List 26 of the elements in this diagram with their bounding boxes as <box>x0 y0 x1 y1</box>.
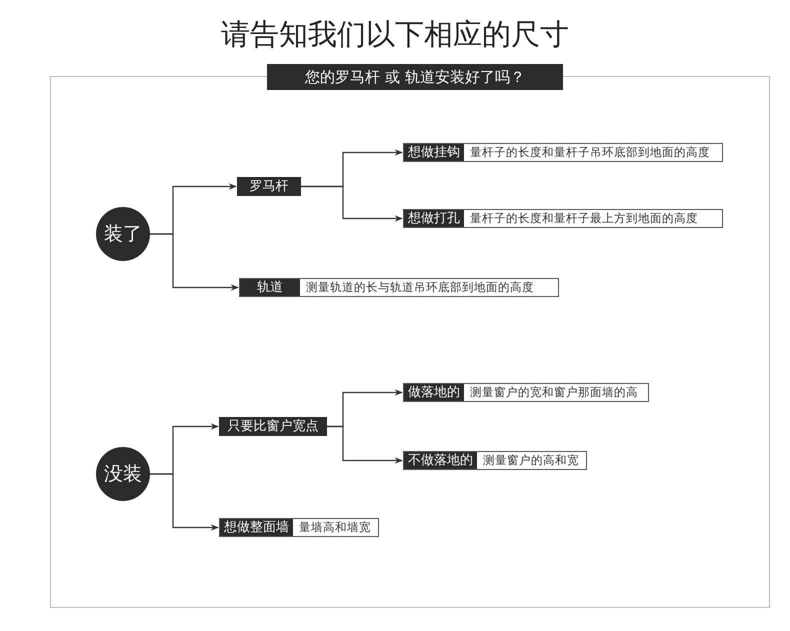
option-box <box>219 518 379 537</box>
option-description: 测量窗户的高和宽 <box>482 452 580 469</box>
option-description: 测量轨道的长与轨道吊环底部到地面的高度 <box>305 279 535 296</box>
option-box <box>239 278 559 297</box>
connector-arrow <box>150 473 219 531</box>
option-label: 想做整面墙 <box>220 519 293 536</box>
option-box <box>403 209 723 228</box>
connector-arrow <box>327 426 403 464</box>
option-label: 轨道 <box>240 279 300 296</box>
panel-heading: 您的罗马杆 或 轨道安装好了吗？ <box>267 64 563 90</box>
option-description: 量墙高和墙宽 <box>298 519 372 536</box>
option-label: 罗马杆 <box>237 177 301 196</box>
title: 请告知我们以下相应的尺寸 <box>221 16 569 52</box>
option-description: 量杆子的长度和量杆子吊环底部到地面的高度 <box>469 144 711 161</box>
option-label: 想做打孔 <box>404 210 464 227</box>
option-box <box>403 143 723 162</box>
option-label: 只要比窗户宽点 <box>219 417 327 436</box>
option-description: 量杆子的长度和量杆子最上方到地面的高度 <box>469 210 699 227</box>
option-box <box>403 451 587 470</box>
option-box <box>403 383 649 402</box>
option-label: 不做落地的 <box>404 452 477 469</box>
option-description: 测量窗户的宽和窗户那面墙的高 <box>469 384 639 401</box>
connector-arrow <box>301 186 403 222</box>
option-label: 做落地的 <box>404 384 464 401</box>
connector-arrow <box>150 233 239 291</box>
option-label: 想做挂钩 <box>404 144 464 161</box>
